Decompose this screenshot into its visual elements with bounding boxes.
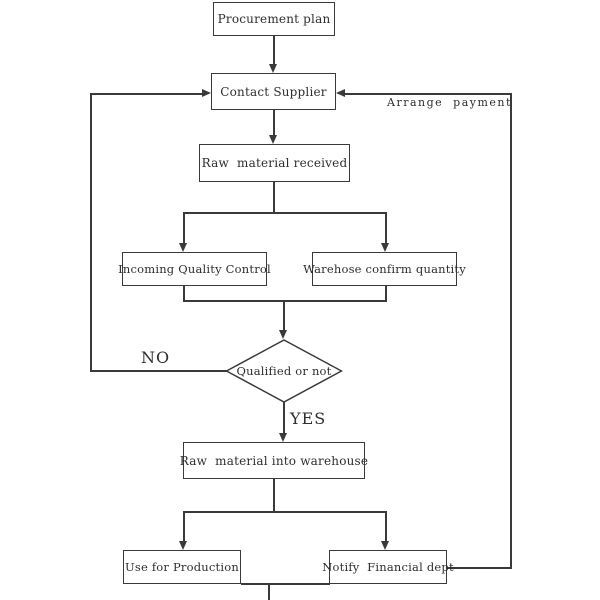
arrow-down-icon [381,541,389,550]
node-contact-supplier: Contact Supplier [211,73,336,110]
arrow-down-icon [269,64,277,73]
node-qualified-or-not-label: Qualified or not [236,364,332,378]
node-procurement-plan: Procurement plan [213,2,335,36]
node-procurement-plan-label: Procurement plan [217,12,331,26]
connector-line [183,212,185,244]
node-notify-financial-dept-label: Notify Financial dept [322,560,454,574]
node-warehouse-confirm-quantity-label: Warehose confirm quantity [303,262,466,276]
arrow-down-icon [179,541,187,550]
connector-line [273,479,275,512]
connector-line [283,300,285,331]
connector-line [183,212,386,214]
connector-line [241,583,330,585]
connector-line [183,511,185,542]
connector-line [283,402,285,434]
connector-line [510,93,512,569]
arrow-down-icon [279,433,287,442]
connector-line [90,93,92,371]
arrow-left-icon [336,89,345,97]
connector-line [273,182,275,213]
node-incoming-quality-control: Incoming Quality Control [118,252,271,286]
connector-line [273,110,275,136]
connector-line [385,286,387,302]
node-raw-material-into-warehouse-label: Raw material into warehouse [179,453,369,468]
node-warehouse-confirm-quantity: Warehose confirm quantity [303,252,466,286]
connector-line [183,511,386,513]
node-qualified-or-not: Qualified or not [225,339,343,403]
arrow-down-icon [381,243,389,252]
edge-label-no: NO [141,348,171,367]
connector-line [90,370,227,372]
node-incoming-quality-control-label: Incoming Quality Control [118,262,271,276]
connector-line [90,93,203,95]
connector-line [385,511,387,542]
connector-line [183,286,185,302]
arrow-right-icon [202,89,211,97]
arrow-down-icon [179,243,187,252]
connector-line [447,567,511,569]
edge-label-arrange-payment: Arrange payment [387,96,512,109]
node-use-for-production-label: Use for Production [125,560,239,574]
connector-line [385,212,387,244]
node-raw-material-received-label: Raw material received [201,156,348,170]
node-raw-material-received: Raw material received [199,144,350,182]
connector-line [183,300,386,302]
connector-line [273,36,275,65]
node-notify-financial-dept: Notify Financial dept [322,550,454,584]
edge-label-yes: YES [290,409,327,428]
connector-line [345,93,511,95]
node-contact-supplier-label: Contact Supplier [220,84,327,99]
arrow-down-icon [269,135,277,144]
node-use-for-production: Use for Production [123,550,241,584]
connector-line [268,583,270,600]
node-raw-material-into-warehouse: Raw material into warehouse [179,442,369,479]
arrow-down-icon [279,330,287,339]
decision-diamond-shape [225,339,343,403]
